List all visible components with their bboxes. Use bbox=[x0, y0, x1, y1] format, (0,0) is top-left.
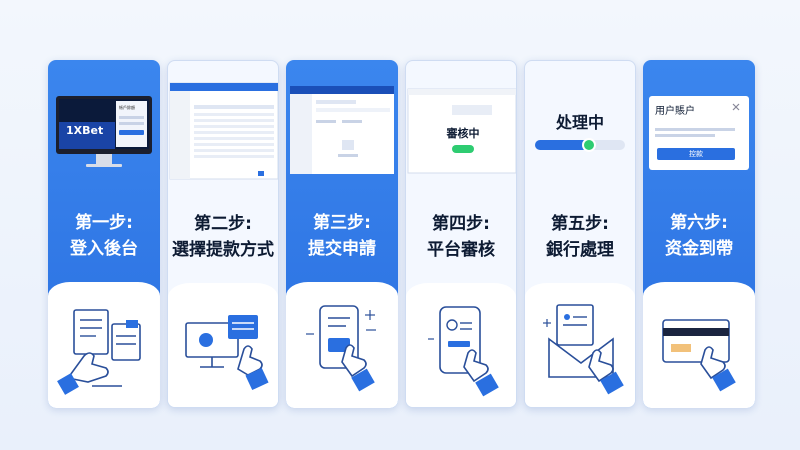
step-2-screen bbox=[168, 61, 278, 181]
card-hand-icon bbox=[662, 319, 736, 392]
step-4-illustration bbox=[406, 283, 516, 407]
step-6-label: 第六步: 资金到帶 bbox=[643, 210, 755, 262]
monitor-hand-icon bbox=[185, 315, 269, 391]
step-4-title: 第四步: bbox=[432, 214, 490, 234]
popup-button[interactable]: 控款 bbox=[689, 150, 703, 158]
document-hand-icon bbox=[57, 309, 141, 395]
step-card-2: 第二步: 選擇提款方式 bbox=[167, 60, 279, 408]
step-card-6: 用户賬户 控款 第六步: 资金到帶 bbox=[643, 60, 755, 408]
screen-brand: 1XBet bbox=[66, 124, 104, 137]
screen-text: 帳戶餘額 bbox=[119, 105, 135, 110]
step-3-screen bbox=[286, 60, 398, 180]
step-6-screen: 用户賬户 控款 bbox=[643, 60, 755, 180]
step-4-subtitle: 平台審核 bbox=[427, 240, 495, 260]
step-card-4: 審核中 第四步: 平台審核 bbox=[405, 60, 517, 408]
step-3-label: 第三步: 提交申請 bbox=[286, 210, 398, 262]
phone-hand-icon bbox=[428, 306, 499, 397]
step-5-label: 第五步: 銀行處理 bbox=[525, 211, 635, 263]
step-6-subtitle: 资金到帶 bbox=[665, 239, 733, 259]
popup-title: 用户賬户 bbox=[655, 106, 695, 117]
step-4-label: 第四步: 平台審核 bbox=[406, 211, 516, 263]
review-status: 審核中 bbox=[446, 127, 480, 140]
step-4-screen: 審核中 bbox=[406, 61, 516, 181]
step-3-title: 第三步: bbox=[313, 213, 371, 233]
processing-status: 处理中 bbox=[555, 113, 604, 132]
envelope-hand-icon bbox=[543, 304, 624, 395]
step-5-title: 第五步: bbox=[551, 214, 609, 234]
step-card-3: 第三步: 提交申請 bbox=[286, 60, 398, 408]
step-2-subtitle: 選擇提款方式 bbox=[172, 240, 274, 260]
step-1-title: 第一步: bbox=[75, 213, 133, 233]
step-3-subtitle: 提交申請 bbox=[308, 239, 376, 259]
step-1-screen: 1XBet 帳戶餘額 bbox=[48, 60, 160, 180]
phone-tap-icon bbox=[306, 305, 376, 392]
step-card-1: 1XBet 帳戶餘額 第一步: 登入後台 bbox=[48, 60, 160, 408]
step-5-subtitle: 銀行處理 bbox=[546, 240, 614, 260]
step-card-5: 处理中 第五步: 銀行處理 bbox=[524, 60, 636, 408]
step-1-subtitle: 登入後台 bbox=[70, 239, 138, 259]
step-1-illustration bbox=[48, 282, 160, 408]
step-5-screen: 处理中 bbox=[525, 61, 635, 181]
step-2-illustration bbox=[168, 283, 278, 407]
step-2-title: 第二步: bbox=[194, 214, 252, 234]
step-5-illustration bbox=[525, 283, 635, 407]
step-3-illustration bbox=[286, 282, 398, 408]
step-6-title: 第六步: bbox=[670, 213, 728, 233]
step-2-label: 第二步: 選擇提款方式 bbox=[168, 211, 278, 263]
step-1-label: 第一步: 登入後台 bbox=[48, 210, 160, 262]
step-6-illustration bbox=[643, 282, 755, 408]
